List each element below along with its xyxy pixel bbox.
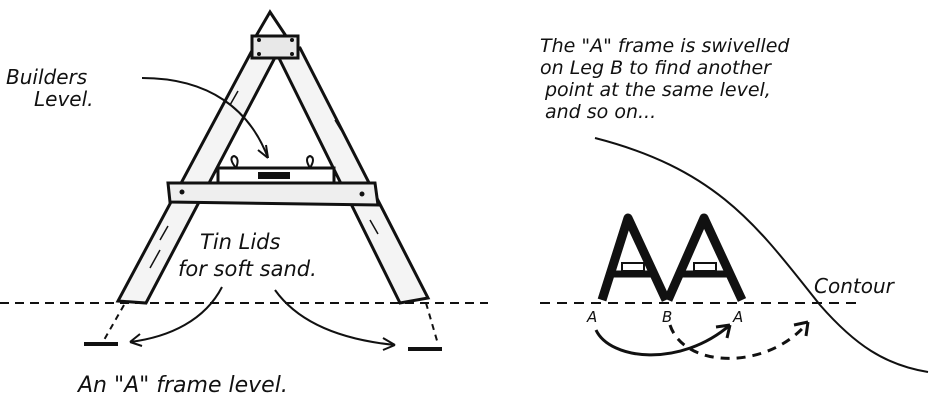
note-line-3: point at the same level, <box>544 79 771 101</box>
a-frame-2 <box>668 218 742 300</box>
label-leg-a-1: A <box>586 308 597 326</box>
swivel-drawing <box>540 138 928 372</box>
arrow-to-right-lid <box>275 290 395 345</box>
label-builders-level-line1: Builders <box>6 65 87 89</box>
swivel-arrow-dashed <box>670 322 808 358</box>
level-bubble <box>258 172 290 179</box>
caption-a-frame-level: An "A" frame level. <box>76 373 288 398</box>
a-frame-1 <box>602 218 666 300</box>
label-leg-b: B <box>662 308 672 326</box>
cross-bar <box>168 183 378 205</box>
label-tin-lids-line1: Tin Lids <box>200 230 281 254</box>
label-builders-level-line2: Level. <box>34 87 94 111</box>
label-contour: Contour <box>814 274 896 298</box>
note-line-1: The "A" frame is swivelled <box>540 35 790 57</box>
swivel-arrow-solid <box>596 325 730 355</box>
apex-cap <box>256 12 286 36</box>
note-line-2: on Leg B to find another <box>540 57 772 79</box>
a-frame-drawing <box>0 12 488 350</box>
label-tin-lids-line2: for soft sand. <box>178 257 317 281</box>
note-line-4: and so on... <box>545 101 656 123</box>
label-leg-a-2: A <box>732 308 743 326</box>
